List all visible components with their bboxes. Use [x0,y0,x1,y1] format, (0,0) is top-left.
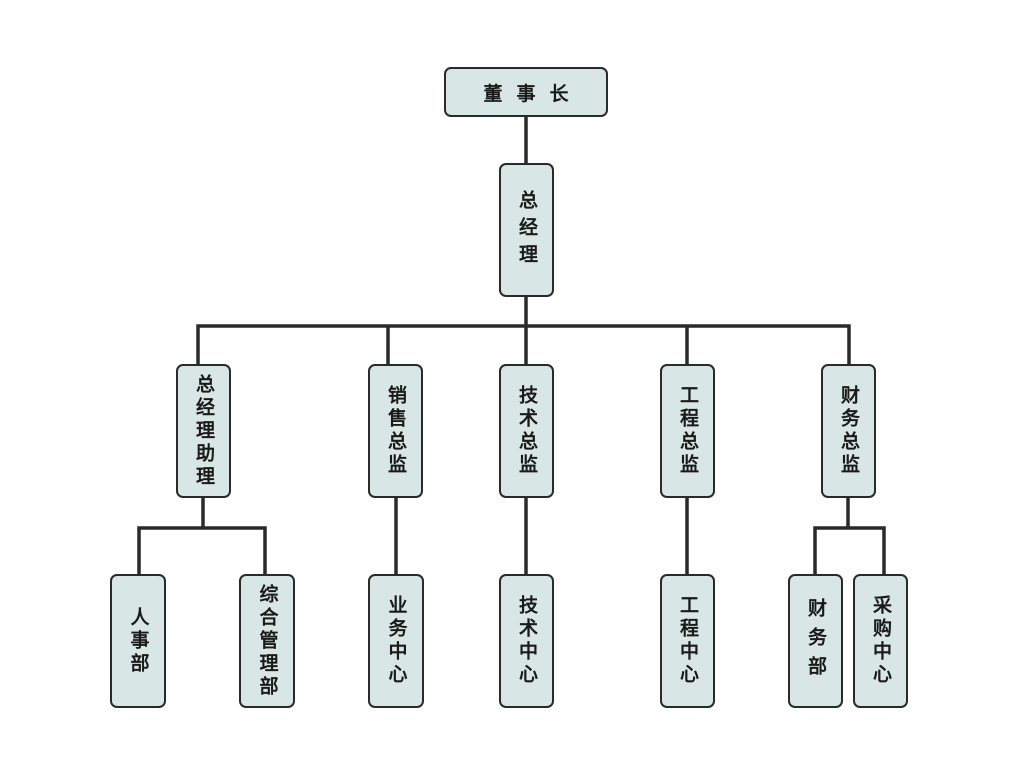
node-admin: 综合管理部 [239,574,295,708]
node-hr: 人事部 [110,574,166,708]
node-purchasing-center: 采购中心 [853,574,908,708]
node-finance-director: 财务总监 [821,364,876,498]
node-label: 销售总监 [385,385,407,477]
node-gm-assistant: 总经理助理 [176,364,231,498]
node-label: 采购中心 [870,595,892,687]
node-label: 总经理助理 [193,373,215,489]
node-label: 技术总监 [516,385,538,477]
node-chairman: 董事长 [444,67,608,117]
node-label: 董事长 [483,82,583,105]
node-tech-center: 技术中心 [499,574,554,708]
node-label: 工程中心 [677,595,699,687]
connector [813,526,886,574]
node-engineering-director: 工程总监 [660,364,715,498]
node-business-center: 业务中心 [368,574,424,708]
node-label: 总经理 [516,189,538,271]
node-label: 财务部 [805,597,827,685]
node-finance-dept: 财务部 [788,574,843,708]
node-engineering-center: 工程中心 [660,574,715,708]
node-label: 人事部 [127,606,150,676]
node-general-manager: 总经理 [499,163,554,297]
node-label: 工程总监 [677,385,699,477]
node-label: 综合管理部 [256,583,279,699]
node-label: 财务总监 [838,385,860,477]
connector [137,526,267,574]
node-sales-director: 销售总监 [368,364,423,498]
node-label: 业务中心 [385,595,408,687]
node-label: 技术中心 [516,595,538,687]
connector [196,324,851,364]
node-tech-director: 技术总监 [499,364,554,498]
